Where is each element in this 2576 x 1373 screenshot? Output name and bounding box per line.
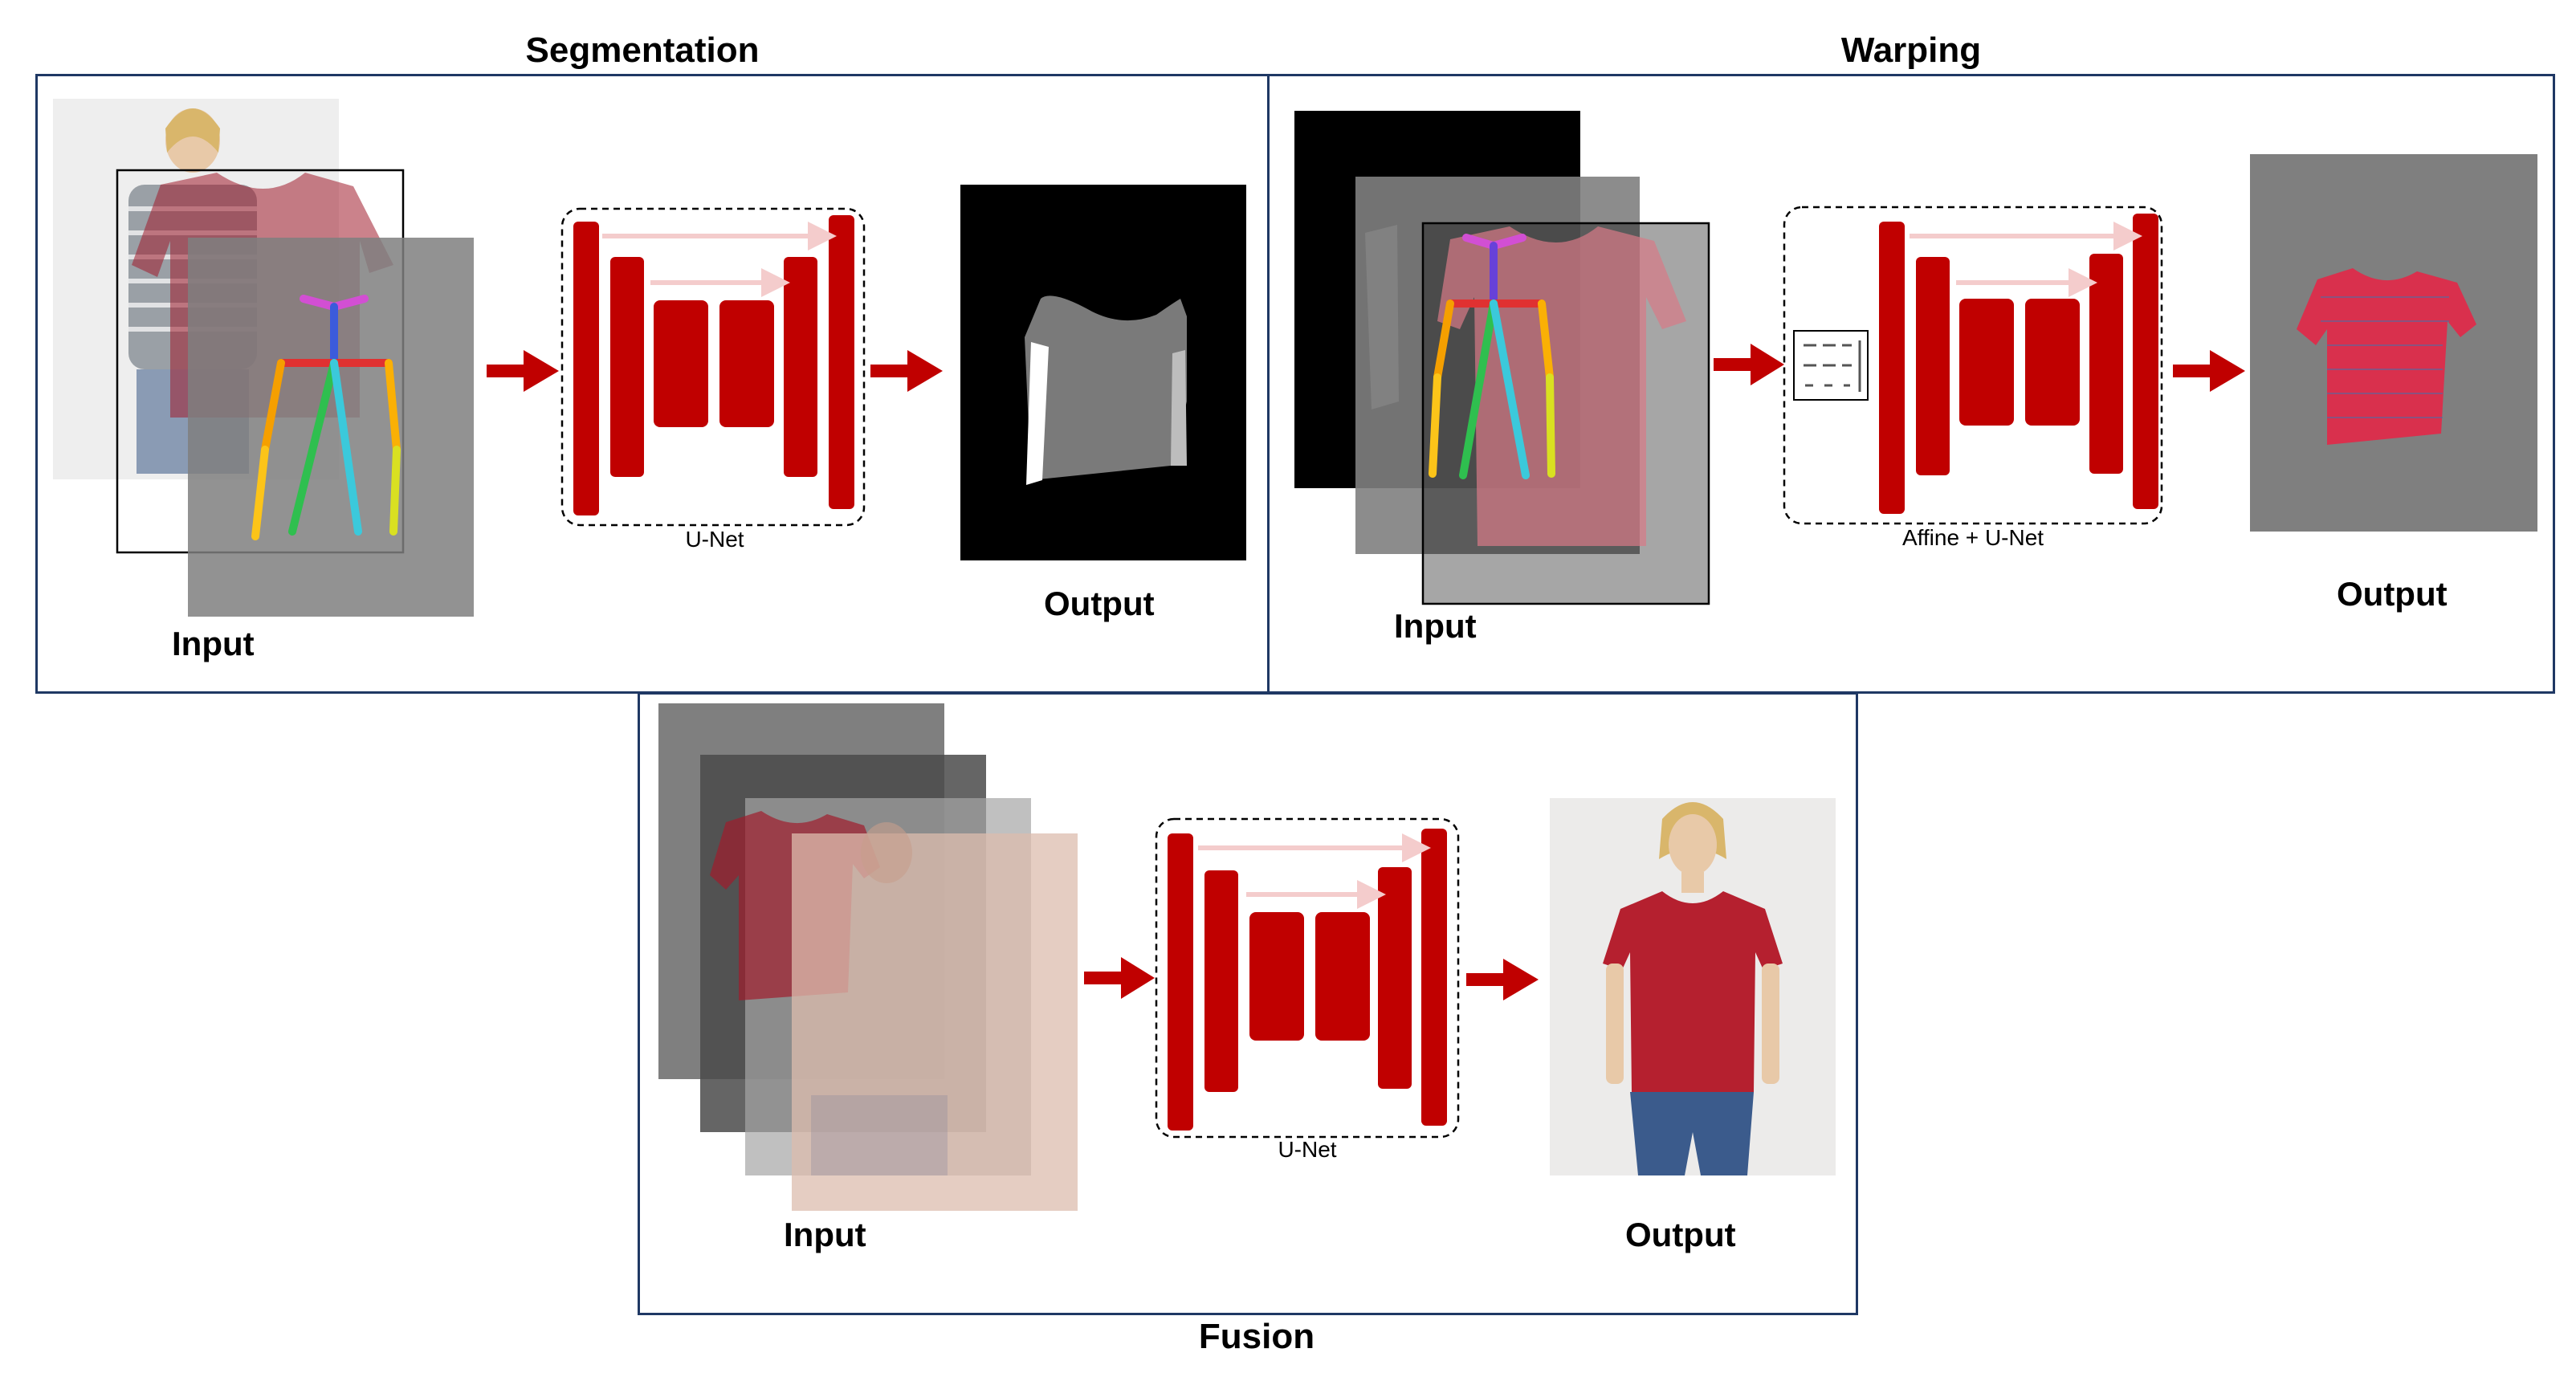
segmentation-net-label: U-Net [685, 527, 744, 552]
warping-panel [1267, 74, 2555, 694]
fusion-layer-person [792, 833, 1078, 1211]
segmentation-unet [560, 207, 866, 527]
warping-net-label: Affine + U-Net [1901, 525, 2044, 550]
fusion-unet [1155, 817, 1460, 1139]
segmentation-input-label: Input [172, 625, 255, 662]
segmentation-output-mask [960, 185, 1246, 560]
fusion-input-label: Input [784, 1216, 866, 1253]
pose-layer [188, 238, 474, 617]
fusion-net-label: U-Net [1278, 1137, 1337, 1162]
fusion-output-label: Output [1625, 1216, 1736, 1253]
warping-arrow-out [2173, 350, 2245, 392]
warping-input-stack [1294, 111, 1710, 605]
fusion-title: Fusion [1198, 1317, 1315, 1356]
fusion-input-stack [658, 703, 1078, 1211]
fusion-panel [638, 692, 1858, 1315]
fusion-output-photo [1550, 798, 1836, 1175]
affine-matrix-icon [1793, 330, 1869, 401]
warping-arrow-in [1714, 344, 1784, 385]
segmentation-output-label: Output [1044, 585, 1155, 622]
fusion-arrow-out [1466, 959, 1539, 1000]
segmentation-arrow-in [487, 350, 559, 392]
fusion-arrow-in [1084, 957, 1155, 999]
warping-title: Warping [1840, 31, 1982, 70]
warping-unet [1783, 206, 2163, 525]
segmentation-arrow-out [870, 350, 943, 392]
warping-output-image [2250, 154, 2537, 532]
warping-input-label: Input [1394, 607, 1477, 645]
warping-output-label: Output [2337, 575, 2448, 613]
segmentation-title: Segmentation [525, 31, 760, 70]
warp-pose-skeleton [1429, 234, 1555, 479]
segmentation-input-stack [53, 99, 474, 617]
